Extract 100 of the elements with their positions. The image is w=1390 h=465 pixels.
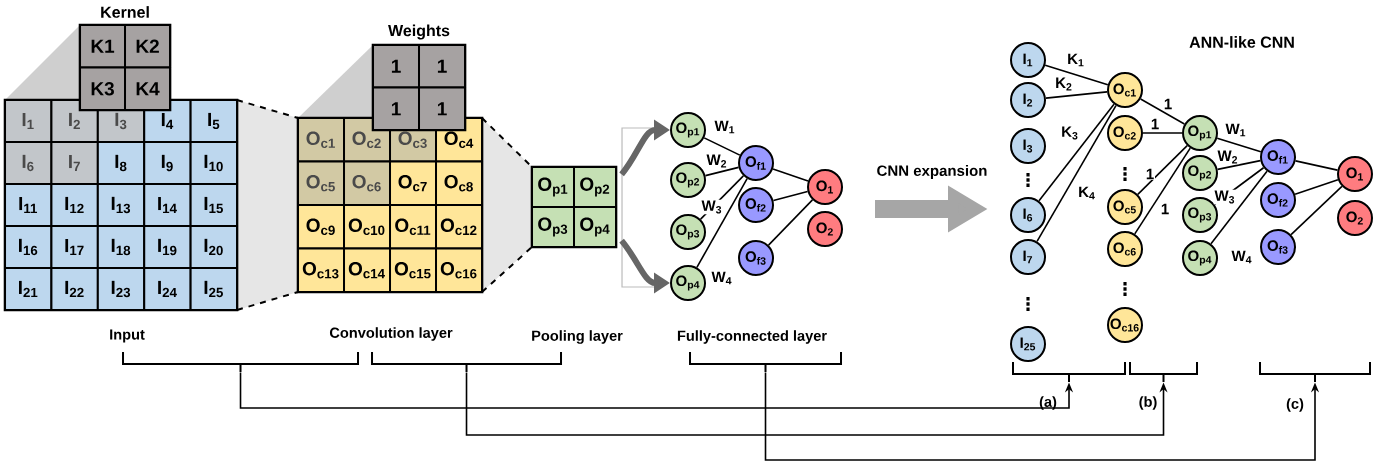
connection-line (1139, 98, 1186, 125)
edge-label: W$_{2}$ (705, 153, 729, 169)
connection-line (1038, 103, 1115, 202)
connection-line (1210, 170, 1268, 245)
connection-line (1290, 185, 1343, 236)
matrix-cell: O$_{c10}$ (343, 204, 391, 250)
matrix-cell: I$_{9}$ (143, 141, 192, 185)
matrix-cell: O$_{c6}$ (343, 160, 391, 206)
bracket (1012, 361, 1126, 383)
matrix-cell: O$_{p1}$ (531, 166, 575, 208)
connection-line (1045, 91, 1108, 99)
edge-label: W$_{4}$ (1230, 249, 1254, 265)
matrix-cell: O$_{c16}$ (435, 247, 483, 293)
matrix-cell: I$_{5}$ (189, 99, 238, 143)
matrix-cell: O$_{p4}$ (573, 206, 617, 248)
panel-label: (a) (1039, 396, 1057, 410)
ellipsis-dots: ⋮ (1026, 173, 1030, 187)
matrix-cell: I$_{24}$ (143, 267, 192, 311)
ellipsis-dots: ⋮ (1123, 167, 1127, 181)
layer-label: Input (110, 329, 145, 343)
bracket (1259, 361, 1371, 383)
bracket (371, 351, 562, 373)
matrix-cell: O$_{c15}$ (389, 247, 437, 293)
bracket (122, 351, 359, 373)
connection-line (1044, 64, 1109, 86)
connection-line (772, 190, 809, 202)
matrix-cell: I$_{6}$ (4, 141, 53, 185)
matrix-cell: I$_{14}$ (143, 183, 192, 227)
edge-label: 1 (1145, 168, 1155, 180)
matrix-cell: I$_{1}$ (4, 99, 53, 143)
matrix-cell: K3 (79, 66, 126, 111)
grid-title: Kernel (101, 6, 149, 18)
matrix-cell: I$_{11}$ (4, 183, 53, 227)
matrix-cell: O$_{c12}$ (435, 204, 483, 250)
edge-label: 1 (1150, 118, 1160, 130)
matrix-cell: 1 (372, 44, 420, 89)
connection-line (703, 137, 741, 156)
matrix-cell: O$_{c9}$ (297, 204, 345, 250)
matrix-cell: O$_{c7}$ (389, 160, 437, 206)
connection-line (696, 177, 748, 269)
connection-line (704, 166, 740, 177)
edge-label: 1 (1163, 98, 1173, 110)
matrix-cell: I$_{13}$ (96, 183, 146, 227)
connection-line (767, 199, 814, 246)
layer-label: Convolution layer (329, 327, 453, 341)
matrix-cell: O$_{c14}$ (343, 247, 391, 293)
edge-label: W$_{3}$ (1213, 189, 1237, 205)
layer-label: Pooling layer (532, 330, 623, 344)
edge-label: W$_{1}$ (1224, 122, 1248, 138)
matrix-cell: I$_{22}$ (50, 267, 99, 311)
connection-line (1137, 144, 1188, 196)
matrix-cell: O$_{c8}$ (435, 160, 483, 206)
ellipsis-dots: ⋮ (1026, 297, 1030, 311)
matrix-cell: I$_{8}$ (96, 141, 146, 185)
matrix-cell: 1 (418, 86, 466, 131)
connection-line (1142, 132, 1183, 134)
edge-label: K$_{1}$ (1066, 52, 1086, 68)
edge-label: 1 (1160, 203, 1170, 215)
matrix-cell: I$_{17}$ (50, 225, 99, 269)
matrix-cell: K1 (79, 24, 126, 69)
connection-line (1294, 178, 1339, 196)
edge-label: W$_{4}$ (710, 270, 734, 286)
matrix-cell: I$_{12}$ (50, 183, 99, 227)
edge-label: W$_{1}$ (713, 119, 737, 135)
matrix-cell: I$_{10}$ (189, 141, 238, 185)
title: ANN-like CNN (1189, 36, 1294, 48)
matrix-cell: O$_{p3}$ (531, 206, 575, 248)
edge-label: K$_{4}$ (1077, 185, 1097, 201)
matrix-cell: I$_{21}$ (4, 267, 53, 311)
matrix-cell: I$_{15}$ (189, 183, 238, 227)
ellipsis-dots: ⋮ (1123, 282, 1127, 296)
connection-line (772, 168, 809, 182)
matrix-cell: O$_{c5}$ (297, 160, 345, 206)
grid-title: Weights (388, 24, 450, 40)
bracket (689, 351, 842, 373)
matrix-cell: 1 (418, 44, 466, 89)
bracket (1129, 361, 1198, 383)
matrix-cell: O$_{p2}$ (573, 166, 617, 208)
panel-label: (b) (1139, 396, 1157, 410)
panel-label: (c) (1286, 398, 1304, 412)
matrix-cell: I$_{7}$ (50, 141, 99, 185)
edge-label: W$_{3}$ (700, 199, 724, 215)
matrix-cell: O$_{c1}$ (297, 117, 345, 163)
edge-label: CNN expansion (875, 164, 989, 180)
frame-outline (621, 127, 656, 288)
matrix-cell: I$_{19}$ (143, 225, 192, 269)
matrix-cell: I$_{25}$ (189, 267, 238, 311)
connection-line (1216, 159, 1262, 171)
matrix-cell: I$_{18}$ (96, 225, 146, 269)
connection-line (1294, 160, 1339, 171)
connection-line (1134, 147, 1192, 235)
matrix-cell: I$_{20}$ (189, 225, 238, 269)
matrix-cell: K2 (124, 24, 171, 69)
edge-label: W$_{2}$ (1216, 149, 1240, 165)
connection-line (1036, 104, 1117, 243)
edge-label: K$_{2}$ (1054, 76, 1074, 92)
matrix-cell: I$_{2}$ (50, 99, 99, 143)
edge-label: K$_{3}$ (1060, 125, 1080, 141)
matrix-cell: O$_{c13}$ (297, 247, 345, 293)
layer-label: Fully-connected layer (677, 330, 827, 344)
